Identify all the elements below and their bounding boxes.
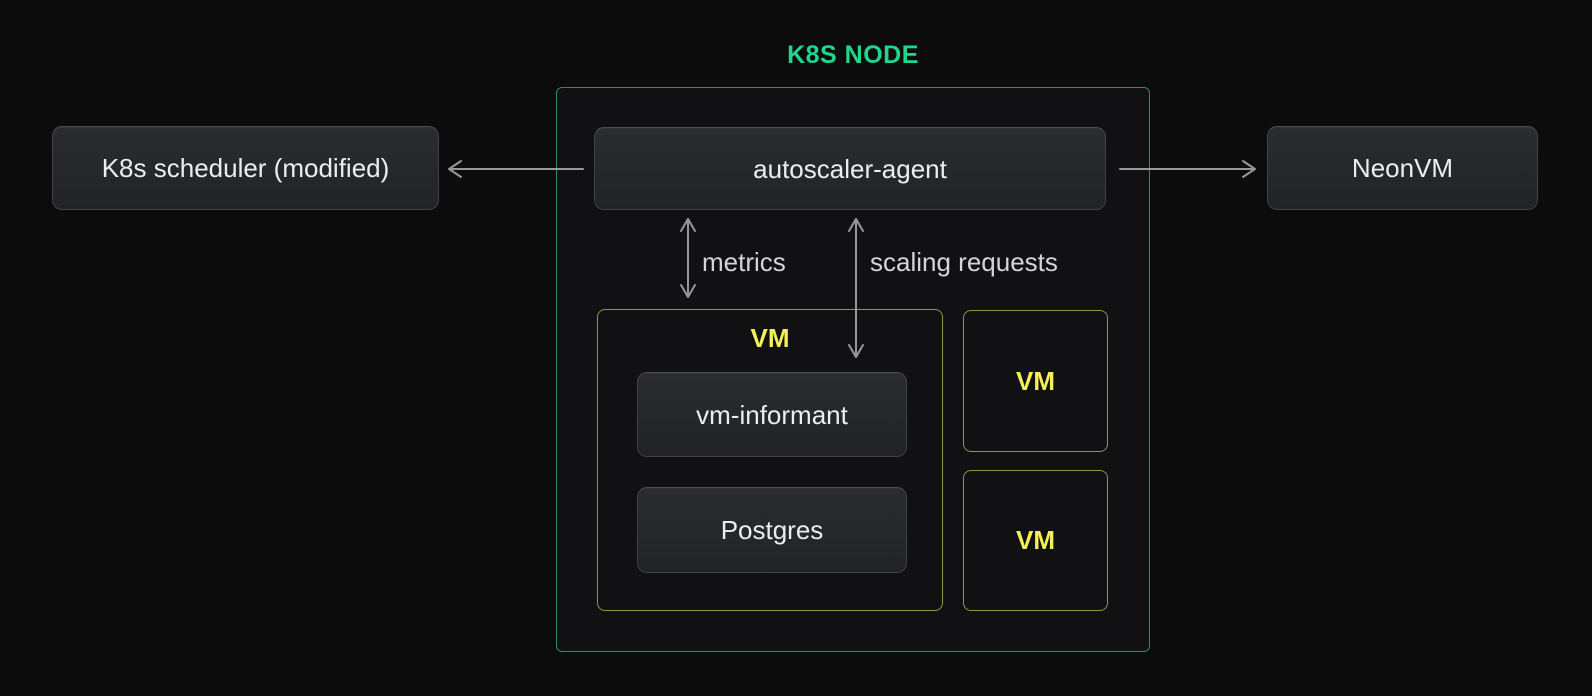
vm-informant-label: vm-informant bbox=[696, 399, 848, 430]
vm-informant-node: vm-informant bbox=[637, 372, 907, 457]
metrics-edge-label: metrics bbox=[702, 247, 786, 277]
neonvm-node: NeonVM bbox=[1267, 126, 1538, 210]
k8s-node-title: K8S NODE bbox=[787, 41, 919, 69]
scaling-requests-edge-label: scaling requests bbox=[870, 247, 1058, 277]
postgres-node: Postgres bbox=[637, 487, 907, 573]
vm-small-2-label: VM bbox=[1016, 525, 1055, 555]
k8s-scheduler-node: K8s scheduler (modified) bbox=[52, 126, 439, 210]
postgres-label: Postgres bbox=[720, 515, 824, 545]
vm-main-container: VM bbox=[597, 309, 943, 611]
autoscaler-agent-node: autoscaler-agent bbox=[594, 127, 1106, 210]
vm-main-label: VM bbox=[750, 323, 790, 353]
vm-small-1-label: VM bbox=[1016, 365, 1055, 396]
neonvm-label: NeonVM bbox=[1351, 153, 1454, 183]
vm-small-container-1: VM bbox=[963, 310, 1108, 452]
autoscaler-agent-label: autoscaler-agent bbox=[753, 153, 947, 184]
k8s-scheduler-label: K8s scheduler (modified) bbox=[101, 153, 390, 183]
vm-small-container-2: VM bbox=[963, 470, 1108, 611]
